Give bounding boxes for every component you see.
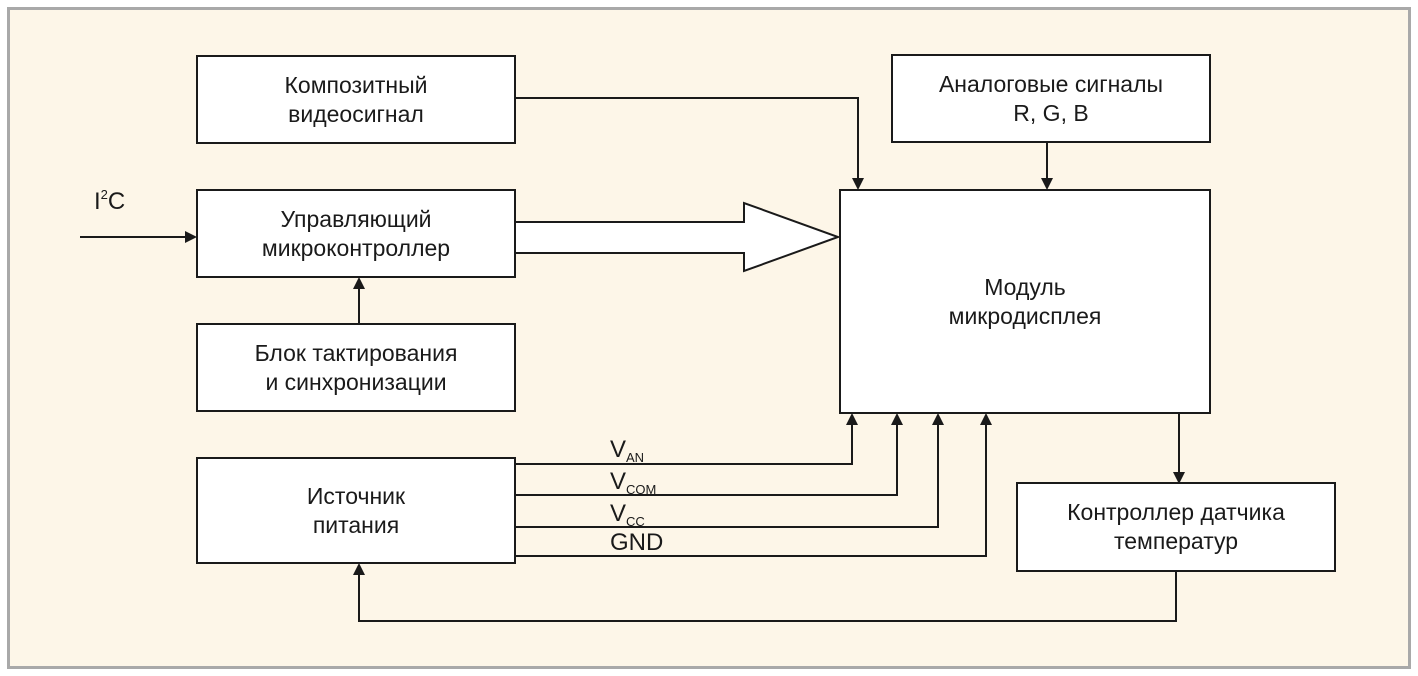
composite-video-line2: видеосигнал — [288, 100, 424, 127]
control-mcu-line2: микроконтроллер — [261, 234, 451, 261]
mcu-bus-arrow — [514, 201, 841, 273]
composite-to-display-arrow — [515, 97, 864, 190]
clock-sync-block: Блок тактирования и синхронизации — [196, 323, 516, 412]
analog-rgb-line1: Аналоговые сигналы — [938, 70, 1164, 97]
temp-controller-line1: Контроллер датчика — [1067, 499, 1285, 525]
temp-feedback-arrow — [353, 563, 1177, 622]
microdisplay-line2: микродисплея — [948, 302, 1102, 329]
clock-sync-line1: Блок тактирования — [254, 339, 458, 366]
temp-controller-block: Контроллер датчика температур — [1016, 482, 1336, 572]
vcom-rail — [515, 413, 903, 496]
power-supply-line1: Источник — [306, 482, 406, 509]
temp-controller-line2: температур — [1113, 528, 1239, 554]
gnd-rail — [515, 413, 992, 557]
van-rail — [515, 413, 858, 465]
microdisplay-block: Модуль микродисплея — [839, 189, 1211, 414]
gnd-label: GND — [610, 529, 664, 556]
i2c-label: I2C — [94, 187, 126, 215]
control-mcu-line1: Управляющий — [280, 205, 432, 232]
control-mcu-block: Управляющий микроконтроллер — [196, 189, 516, 278]
van-label: VAN — [610, 436, 645, 466]
power-supply-line2: питания — [312, 511, 400, 538]
composite-video-line1: Композитный — [284, 71, 428, 98]
analog-rgb-line2: R, G, B — [1013, 99, 1089, 126]
clock-sync-line2: и синхронизации — [265, 368, 447, 395]
analog-rgb-block: Аналоговые сигналы R, G, B — [891, 54, 1211, 143]
composite-video-block: Композитный видеосигнал — [196, 55, 516, 144]
vcc-rail — [515, 413, 944, 528]
vcc-label: VCC — [610, 500, 645, 530]
power-supply-block: Источник питания — [196, 457, 516, 564]
microdisplay-line1: Модуль — [984, 273, 1066, 300]
vcom-label: VCOM — [610, 468, 657, 498]
